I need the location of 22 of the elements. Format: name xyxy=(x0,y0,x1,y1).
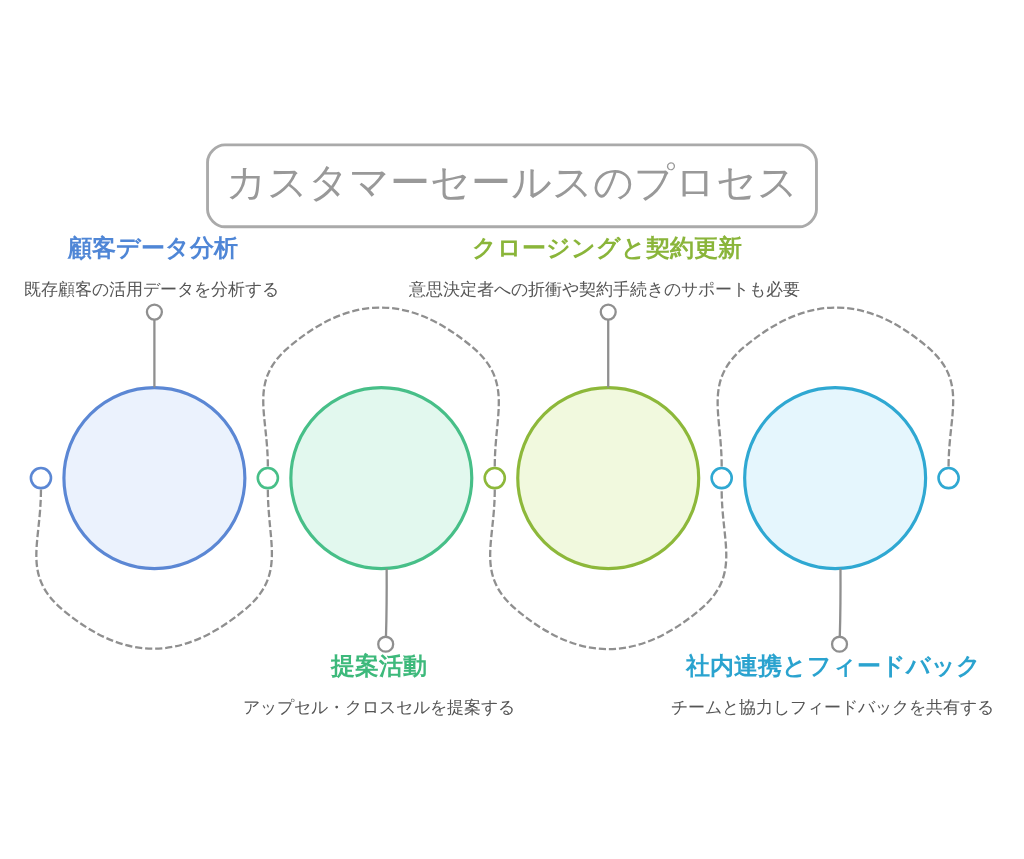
node-circle xyxy=(62,385,247,570)
connector xyxy=(716,306,955,467)
node-circle xyxy=(483,466,507,489)
node-circle xyxy=(516,385,701,570)
connector xyxy=(35,489,273,650)
node-text: 社内連携とフィードバック チームと協力しフィードバックを共有する xyxy=(670,650,994,717)
connector xyxy=(830,568,849,653)
diagram-title: カスタマーセールスのプロセス xyxy=(226,158,799,205)
connector xyxy=(489,489,728,650)
node-circle xyxy=(710,466,734,489)
node-text: クロージングと契約更新 意思決定者への折衝や契約手続きのサポートも必要 xyxy=(409,232,801,299)
node-circle xyxy=(743,385,928,570)
connector xyxy=(262,306,500,467)
node-circle xyxy=(29,466,53,489)
node-circle xyxy=(256,466,280,489)
node-text: 提案活動 アップセル・クロスセルを提案する xyxy=(242,650,515,717)
node-circle xyxy=(289,385,474,570)
connector xyxy=(145,302,163,387)
connector xyxy=(599,302,617,387)
connector xyxy=(377,568,395,653)
node-circle xyxy=(937,466,960,489)
node-text: 顧客データ分析 既存顧客の活用データを分析する xyxy=(24,232,280,299)
